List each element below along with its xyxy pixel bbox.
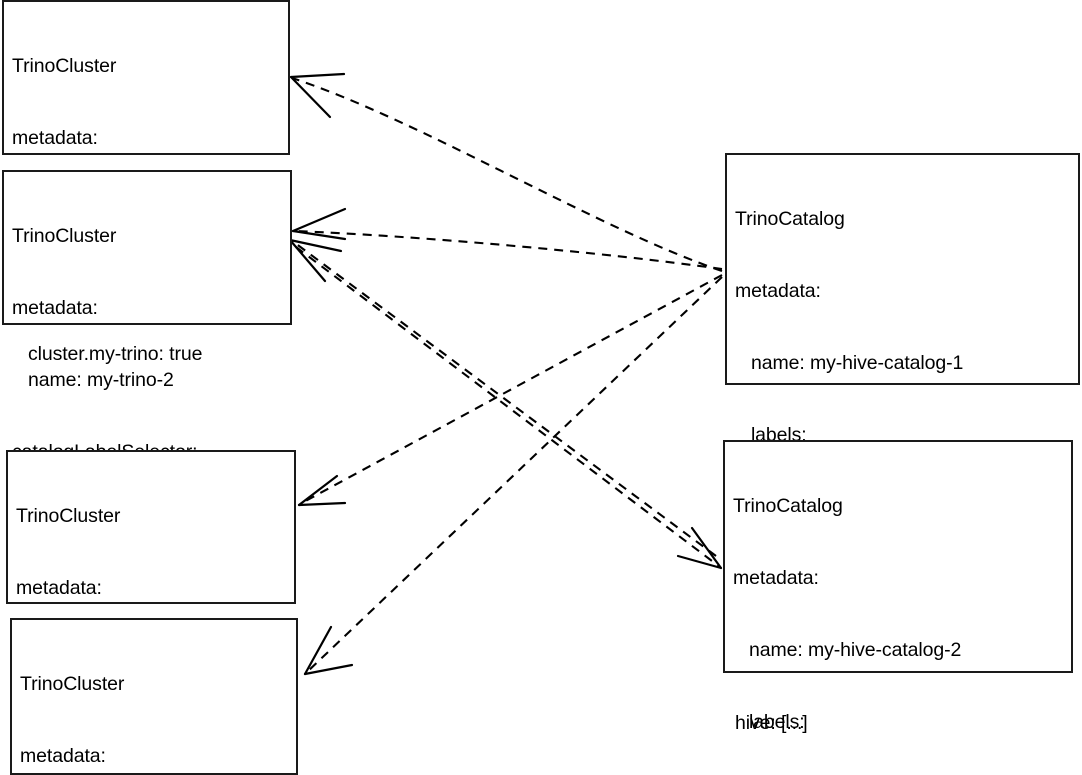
node-line: metadata: (733, 567, 819, 589)
node-line: name: my-hive-catalog-2 (733, 639, 962, 661)
node-line: metadata: (735, 280, 821, 302)
edge-catalog1-to-my-trino-blue (297, 274, 723, 507)
node-line: name: my-trino-2 (12, 369, 174, 391)
node-line: hive: [...] (735, 712, 808, 734)
node-trinocatalog-my-hive-catalog-2-text: TrinoCatalog metadata: name: my-hive-cat… (733, 446, 1067, 775)
node-line: TrinoCluster (16, 505, 121, 527)
node-line: TrinoCatalog (733, 495, 843, 517)
node-line: TrinoCluster (12, 55, 117, 77)
edge-catalog2-to-my-trino-2 (288, 238, 717, 557)
node-trinocatalog-my-hive-catalog-2[interactable]: TrinoCatalog metadata: name: my-hive-cat… (723, 440, 1073, 733)
node-trinocluster-my-trino-green[interactable]: TrinoCluster metadata: name: my-trino-gr… (10, 618, 298, 775)
node-trinocluster-my-trino-blue[interactable]: TrinoCluster metadata: name: my-trino-bl… (6, 450, 296, 743)
edge-catalog1-to-my-trino-green (303, 276, 723, 676)
node-line: TrinoCluster (12, 225, 117, 247)
node-line: TrinoCluster (20, 673, 125, 695)
node-line: name: my-hive-catalog-1 (735, 352, 964, 374)
node-trinocluster-my-trino-green-text: TrinoCluster metadata: name: my-trino-gr… (20, 624, 292, 775)
node-line: labels: (733, 711, 805, 733)
node-line: metadata: (16, 577, 102, 599)
node-trinocluster-my-trino[interactable]: TrinoCluster metadata: name: my-trino ca… (2, 0, 290, 365)
edge-catalog1-to-my-trino (289, 72, 723, 272)
node-line: metadata: (12, 127, 98, 149)
node-trinocluster-my-trino-2[interactable]: TrinoCluster metadata: name: my-trino-2 … (2, 170, 292, 535)
node-line: metadata: (12, 297, 98, 319)
node-line: metadata: (20, 745, 106, 767)
edge-catalog1-to-my-trino-2 (291, 207, 723, 271)
edge-my-trino-2-to-catalog2 (295, 246, 723, 570)
node-line: cluster.my-trino: true (12, 343, 203, 365)
node-line: TrinoCatalog (735, 208, 845, 230)
node-trinocatalog-my-hive-catalog-1[interactable]: TrinoCatalog metadata: name: my-hive-cat… (725, 153, 1080, 734)
